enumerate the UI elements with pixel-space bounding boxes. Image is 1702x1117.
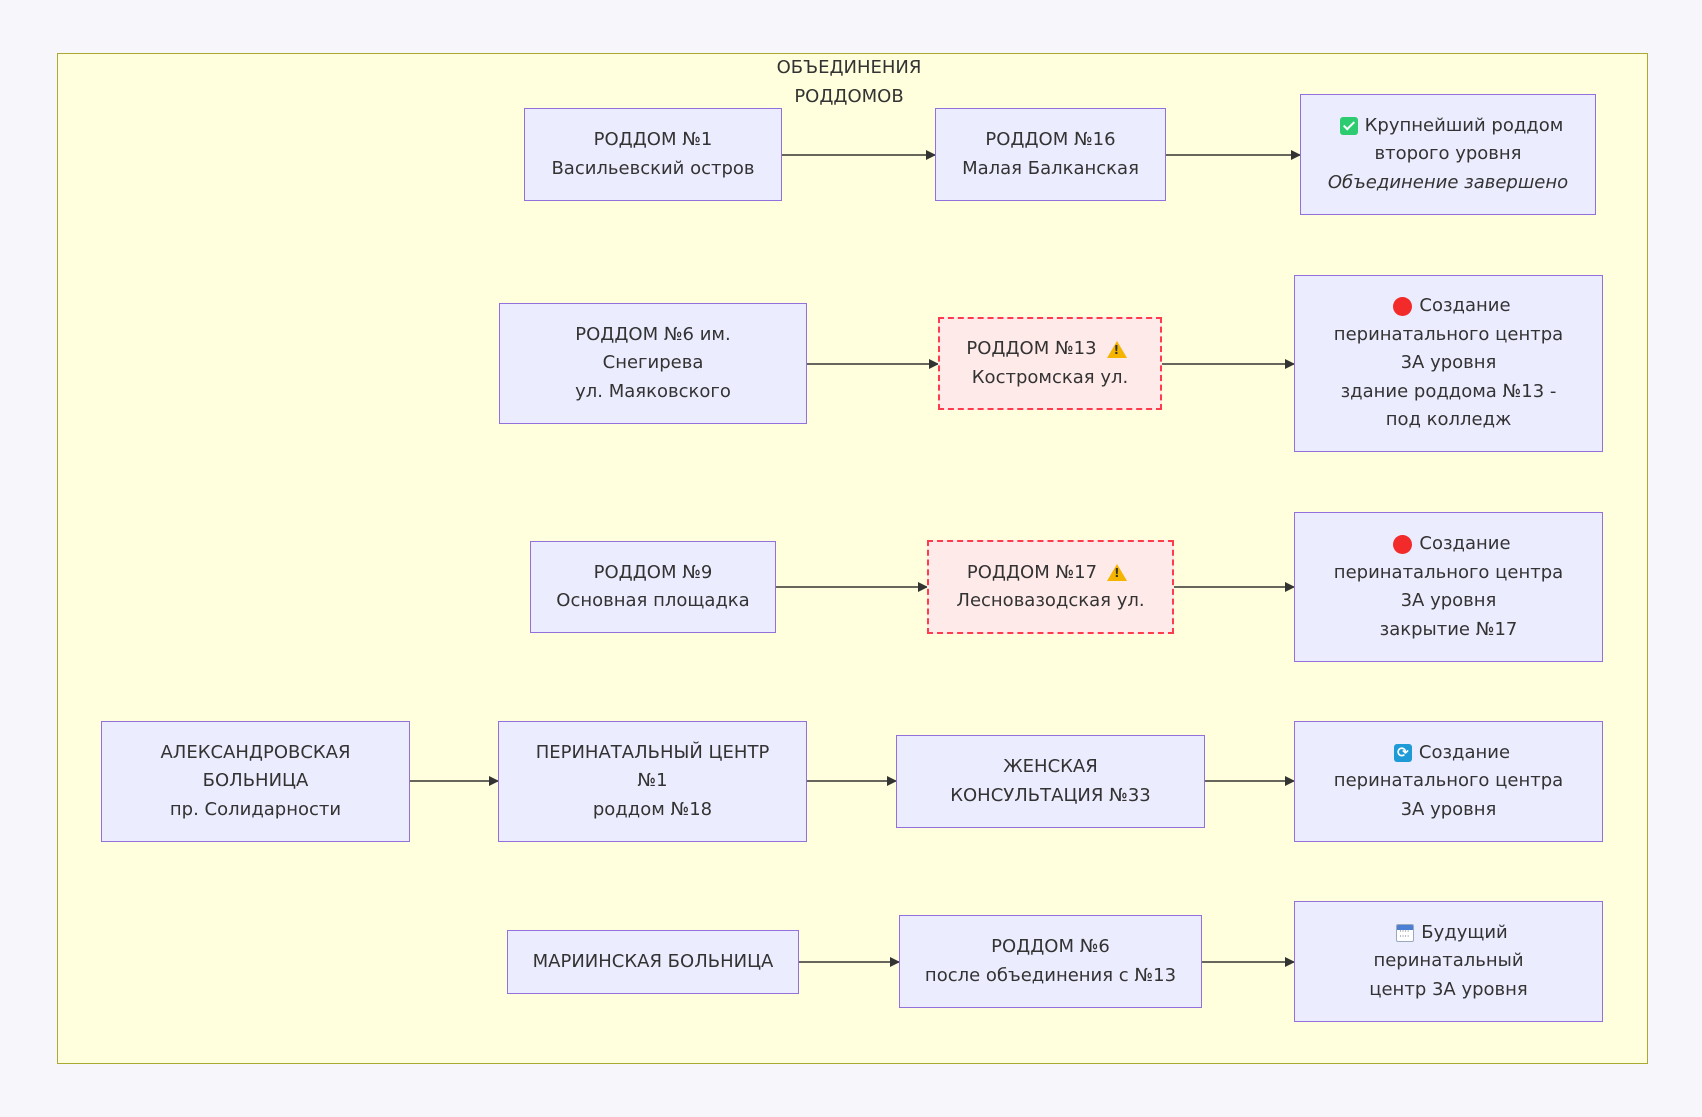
node-roddom-13: РОДДОМ №13 Костромская ул. [938, 317, 1162, 410]
node-label: пр. Солидарности [169, 798, 342, 820]
node-label: Снегирева [602, 352, 704, 374]
node-label: 3А уровня [1400, 590, 1497, 611]
node-label: Создание [1419, 533, 1511, 554]
node-label: Объединение завершено [1327, 171, 1569, 193]
node-roddom-16: РОДДОМ №16 Малая Балканская [935, 108, 1166, 201]
node-result-perinatal-3a: ⟳ Создание перинатального центра 3А уровн… [1294, 721, 1603, 842]
node-label: перинатального центра [1333, 561, 1564, 583]
node-label: РОДДОМ №16 [985, 129, 1116, 150]
node-label: центр 3А уровня [1369, 978, 1528, 1000]
node-result-perinatal-17: Создание перинатального центра 3А уровня… [1294, 512, 1603, 662]
node-label: №1 [637, 770, 668, 792]
node-roddom-6-after: РОДДОМ №6 после объединения с №13 [899, 915, 1202, 1008]
node-label: закрытие №17 [1379, 618, 1518, 640]
node-perinatal-center-1: ПЕРИНАТАЛЬНЫЙ ЦЕНТР №1 роддом №18 [498, 721, 807, 842]
node-label: РОДДОМ №9 [593, 561, 713, 583]
node-label: Создание [1419, 295, 1511, 317]
red-circle-icon [1393, 534, 1413, 554]
node-result-future: Будущий перинатальный центр 3А уровня [1294, 901, 1603, 1022]
node-label: Создание [1418, 741, 1511, 763]
node-label: РОДДОМ №6 [991, 936, 1110, 957]
node-label: РОДДОМ №1 [593, 129, 713, 150]
cluster-title-line: РОДДОМОВ [794, 86, 904, 107]
node-roddom-9: РОДДОМ №9 Основная площадка [530, 541, 776, 633]
node-roddom-17: РОДДОМ №17 Лесновазодская ул. [927, 540, 1174, 634]
node-label: ПЕРИНАТАЛЬНЫЙ ЦЕНТР [535, 741, 770, 763]
node-label: 3А уровня [1400, 352, 1497, 374]
node-label: перинатального центра [1333, 323, 1564, 345]
node-roddom-6: РОДДОМ №6 им. Снегирева ул. Маяковского [499, 303, 807, 424]
node-label: РОДДОМ №17 [966, 561, 1098, 583]
refresh-icon: ⟳ [1393, 744, 1412, 762]
calendar-icon [1396, 924, 1415, 942]
cluster-title: ОБЪЕДИНЕНИЯ РОДДОМОВ [754, 53, 944, 111]
node-zhenskaya-konsultaciya-33: ЖЕНСКАЯ КОНСУЛЬТАЦИЯ №33 [896, 735, 1205, 828]
node-label: под колледж [1385, 409, 1512, 431]
node-label: второго уровня [1374, 143, 1522, 165]
node-label: БОЛЬНИЦА [202, 770, 309, 792]
node-label: КОНСУЛЬТАЦИЯ №33 [950, 784, 1151, 806]
node-label: ул. Маяковского [575, 380, 731, 402]
node-label: здание роддома №13 - [1340, 380, 1557, 402]
node-roddom-1: РОДДОМ №1 Васильевский остров [524, 108, 782, 201]
node-label: АЛЕКСАНДРОВСКАЯ [160, 741, 351, 763]
node-label: Васильевский остров [551, 157, 755, 179]
warning-icon [1107, 564, 1128, 582]
node-label: после объединения с №13 [924, 964, 1177, 986]
warning-icon [1106, 340, 1127, 358]
node-label: ЖЕНСКАЯ [1003, 756, 1098, 777]
node-label: РОДДОМ №13 [966, 338, 1097, 359]
node-label: 3А уровня [1400, 798, 1497, 820]
node-label: перинатального центра [1333, 770, 1564, 792]
check-icon [1339, 117, 1358, 135]
node-label: роддом №18 [592, 798, 713, 820]
cluster-title-line: ОБЪЕДИНЕНИЯ [776, 57, 922, 78]
node-label: Основная площадка [556, 590, 750, 611]
node-label: перинатальный [1373, 950, 1524, 972]
node-label: Костромская ул. [971, 366, 1129, 388]
node-label: Крупнейший роддом [1364, 114, 1564, 136]
node-label: МАРИИНСКАЯ БОЛЬНИЦА [532, 950, 774, 972]
node-label: Будущий [1421, 921, 1508, 943]
node-alexandrovskaya: АЛЕКСАНДРОВСКАЯ БОЛЬНИЦА пр. Солидарност… [101, 721, 410, 842]
red-circle-icon [1393, 297, 1413, 316]
node-result-largest: Крупнейший роддом второго уровня Объедин… [1300, 94, 1596, 215]
node-label: РОДДОМ №6 им. [575, 323, 731, 345]
node-result-perinatal-13: Создание перинатального центра 3А уровня… [1294, 275, 1603, 452]
node-label: Малая Балканская [962, 157, 1139, 179]
node-mariinskaya: МАРИИНСКАЯ БОЛЬНИЦА [507, 930, 799, 994]
node-label: Лесновазодская ул. [956, 590, 1145, 611]
